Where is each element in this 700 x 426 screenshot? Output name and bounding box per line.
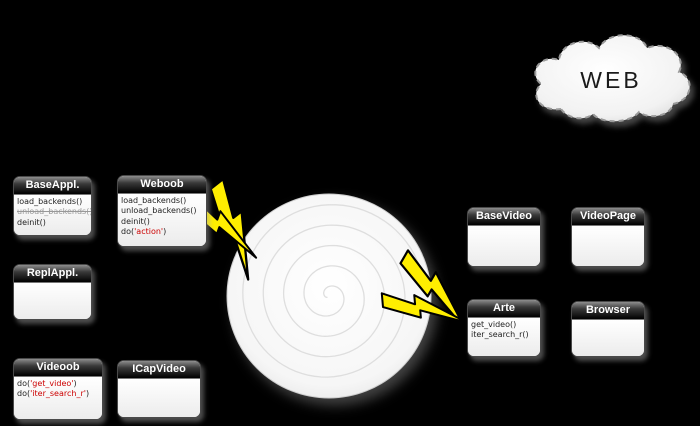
method-segment: iter_search_r() [471, 330, 529, 340]
method-segment: get_video() [471, 320, 517, 329]
class-title: ICapVideo [118, 361, 200, 379]
web-cloud: WEB [534, 34, 691, 123]
method-segment: unload_backends() [121, 206, 197, 216]
method-line: deinit() [17, 218, 88, 228]
method-line: load_backends() [121, 196, 203, 206]
method-segment: ) [85, 389, 90, 399]
class-box-icapvideo: ICapVideo [117, 360, 201, 418]
class-box-baseappl: BaseAppl.load_backends()unload_backends(… [13, 176, 92, 236]
class-methods [468, 226, 540, 266]
class-title: BaseVideo [468, 208, 540, 226]
class-methods: get_video()iter_search_r() [468, 318, 540, 356]
method-line: do('iter_search_r') [17, 389, 99, 399]
class-title: Weboob [118, 176, 206, 194]
class-title: Arte [468, 300, 540, 318]
method-segment: deinit() [121, 216, 150, 226]
class-methods [118, 379, 200, 417]
web-cloud-label: WEB [580, 67, 641, 93]
method-segment: deinit() [17, 217, 46, 227]
method-segment: do( [17, 379, 31, 388]
class-box-browser: Browser [571, 301, 645, 357]
method-line: iter_search_r() [471, 330, 537, 340]
method-segment: 'iter_search_r' [30, 389, 86, 399]
class-title: ReplAppl. [14, 265, 91, 283]
method-segment: ) [73, 379, 77, 388]
method-line: do('action') [121, 227, 203, 237]
method-segment: ) [163, 227, 167, 237]
class-methods [572, 226, 644, 266]
class-box-replappl: ReplAppl. [13, 264, 92, 320]
class-methods: do('get_video')do('iter_search_r') [14, 377, 102, 419]
class-title: VideoPage [572, 208, 644, 226]
spiral-curve [242, 204, 425, 378]
class-title: BaseAppl. [14, 177, 91, 195]
class-box-basevideo: BaseVideo [467, 207, 541, 267]
method-line: do('get_video') [17, 379, 99, 389]
class-title: Videoob [14, 359, 102, 377]
spiral-blob [226, 193, 432, 399]
class-methods: load_backends()unload_backends()deinit()… [118, 194, 206, 246]
method-line: get_video() [471, 320, 537, 330]
method-line: load_backends() [17, 197, 88, 207]
method-segment: do( [17, 389, 31, 399]
method-line: unload_backends() [17, 207, 91, 217]
method-segment: do( [121, 227, 135, 237]
class-methods [572, 320, 644, 356]
method-segment: 'get_video' [30, 379, 74, 388]
method-segment: load_backends() [17, 197, 83, 206]
class-methods: load_backends()unload_backends()deinit() [14, 195, 91, 235]
class-methods [14, 283, 91, 319]
class-title: Browser [572, 302, 644, 320]
method-segment: load_backends() [121, 196, 187, 205]
method-line: unload_backends() [121, 206, 203, 216]
method-segment: 'action' [134, 227, 164, 237]
method-line: deinit() [121, 217, 203, 227]
cloud-shape [534, 34, 691, 123]
method-segment: unload_backends() [17, 207, 92, 217]
class-box-videopage: VideoPage [571, 207, 645, 267]
